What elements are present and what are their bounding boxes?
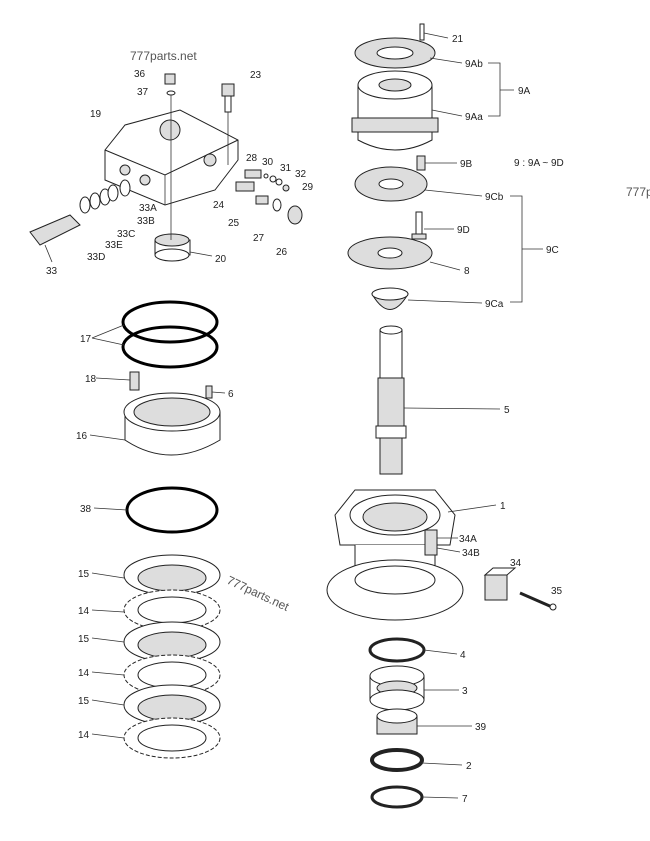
label-32: 32 <box>295 169 307 180</box>
spring-9B <box>416 155 426 171</box>
label-33: 33 <box>46 266 58 277</box>
label-18: 18 <box>85 374 97 385</box>
label-16: 16 <box>76 431 88 442</box>
label-38: 38 <box>80 504 92 515</box>
label-14: 14 <box>78 668 90 679</box>
label-33E: 33E <box>105 240 123 251</box>
o-rings-17 <box>121 300 219 369</box>
label-30: 30 <box>262 157 274 168</box>
pin-6 <box>205 385 213 399</box>
label-9Ab: 9Ab <box>465 59 483 70</box>
snap-ring-7 <box>370 785 424 809</box>
label-36: 36 <box>134 69 146 80</box>
pin-21 <box>419 23 425 41</box>
label-34: 34 <box>510 558 522 569</box>
label-7: 7 <box>462 794 468 805</box>
label-17: 17 <box>80 334 92 345</box>
label-25: 25 <box>228 218 240 229</box>
label-34A: 34A <box>459 534 477 545</box>
label-29: 29 <box>302 182 314 193</box>
o-ring-37 <box>166 90 176 96</box>
bolt-35 <box>519 591 557 611</box>
o-rings-33 <box>79 179 131 214</box>
shaft-5 <box>375 325 407 475</box>
ring-16 <box>123 392 221 456</box>
label-33A: 33A <box>139 203 157 214</box>
watermark: 777parts.net <box>130 49 197 63</box>
valve-parts-24-32 <box>235 169 303 225</box>
label-33D: 33D <box>87 252 105 263</box>
label-26: 26 <box>276 247 288 258</box>
label-15: 15 <box>78 634 90 645</box>
label-37: 37 <box>137 87 149 98</box>
label-34B: 34B <box>462 548 480 559</box>
leader-lines <box>44 32 543 799</box>
label-9Cb: 9Cb <box>485 192 504 203</box>
watermark-rotated: 777parts.net <box>225 573 292 614</box>
spring-18 <box>129 371 140 391</box>
label-14: 14 <box>78 730 90 741</box>
label-9Ca: 9Ca <box>485 299 504 310</box>
friction-plates <box>123 554 221 759</box>
bearing-3 <box>369 665 425 711</box>
label-9A: 9A <box>518 86 531 97</box>
label-5: 5 <box>504 405 510 416</box>
part-labels: 21 9Ab 9A 9Aa 9B 9 : 9A ~ 9D 9Cb 9D 9C 8… <box>46 34 564 805</box>
label-19: 19 <box>90 109 102 120</box>
washer-8 <box>347 236 433 270</box>
label-1: 1 <box>500 501 506 512</box>
label-15: 15 <box>78 696 90 707</box>
label-35: 35 <box>551 586 563 597</box>
bolt-23 <box>221 83 235 113</box>
o-ring-38 <box>125 486 219 534</box>
label-9C: 9C <box>546 245 559 256</box>
bearing-20 <box>154 233 191 262</box>
housing-1 <box>326 489 464 621</box>
label-39: 39 <box>475 722 487 733</box>
label-21: 21 <box>452 34 464 45</box>
sensor-34 <box>483 567 517 601</box>
label-23: 23 <box>250 70 262 81</box>
ring-2 <box>370 748 424 772</box>
label-2: 2 <box>466 761 472 772</box>
label-6: 6 <box>228 389 234 400</box>
label-4: 4 <box>460 650 466 661</box>
label-24: 24 <box>213 200 225 211</box>
collar-39 <box>376 708 418 735</box>
cylinder-block-9Aa <box>351 70 439 151</box>
label-3: 3 <box>462 686 468 697</box>
label-31: 31 <box>280 163 292 174</box>
label-20: 20 <box>215 254 227 265</box>
spool-33 <box>29 214 81 246</box>
label-28: 28 <box>246 153 258 164</box>
label-33B: 33B <box>137 216 155 227</box>
plate-9Ab <box>354 37 436 69</box>
label-9D: 9D <box>457 225 470 236</box>
ball-guide-9Ca <box>371 287 409 310</box>
label-9Aa: 9Aa <box>465 112 483 123</box>
label-27: 27 <box>253 233 265 244</box>
watermark-edge: 777p <box>626 185 650 199</box>
assembly-note: 9 : 9A ~ 9D <box>514 158 564 169</box>
plate-9Cb <box>354 166 428 202</box>
plug-36 <box>164 73 176 85</box>
pin-9D <box>411 211 427 240</box>
label-33C: 33C <box>117 229 135 240</box>
label-8: 8 <box>464 266 470 277</box>
label-9B: 9B <box>460 159 473 170</box>
label-15: 15 <box>78 569 90 580</box>
label-14: 14 <box>78 606 90 617</box>
snap-ring-4 <box>368 637 426 663</box>
